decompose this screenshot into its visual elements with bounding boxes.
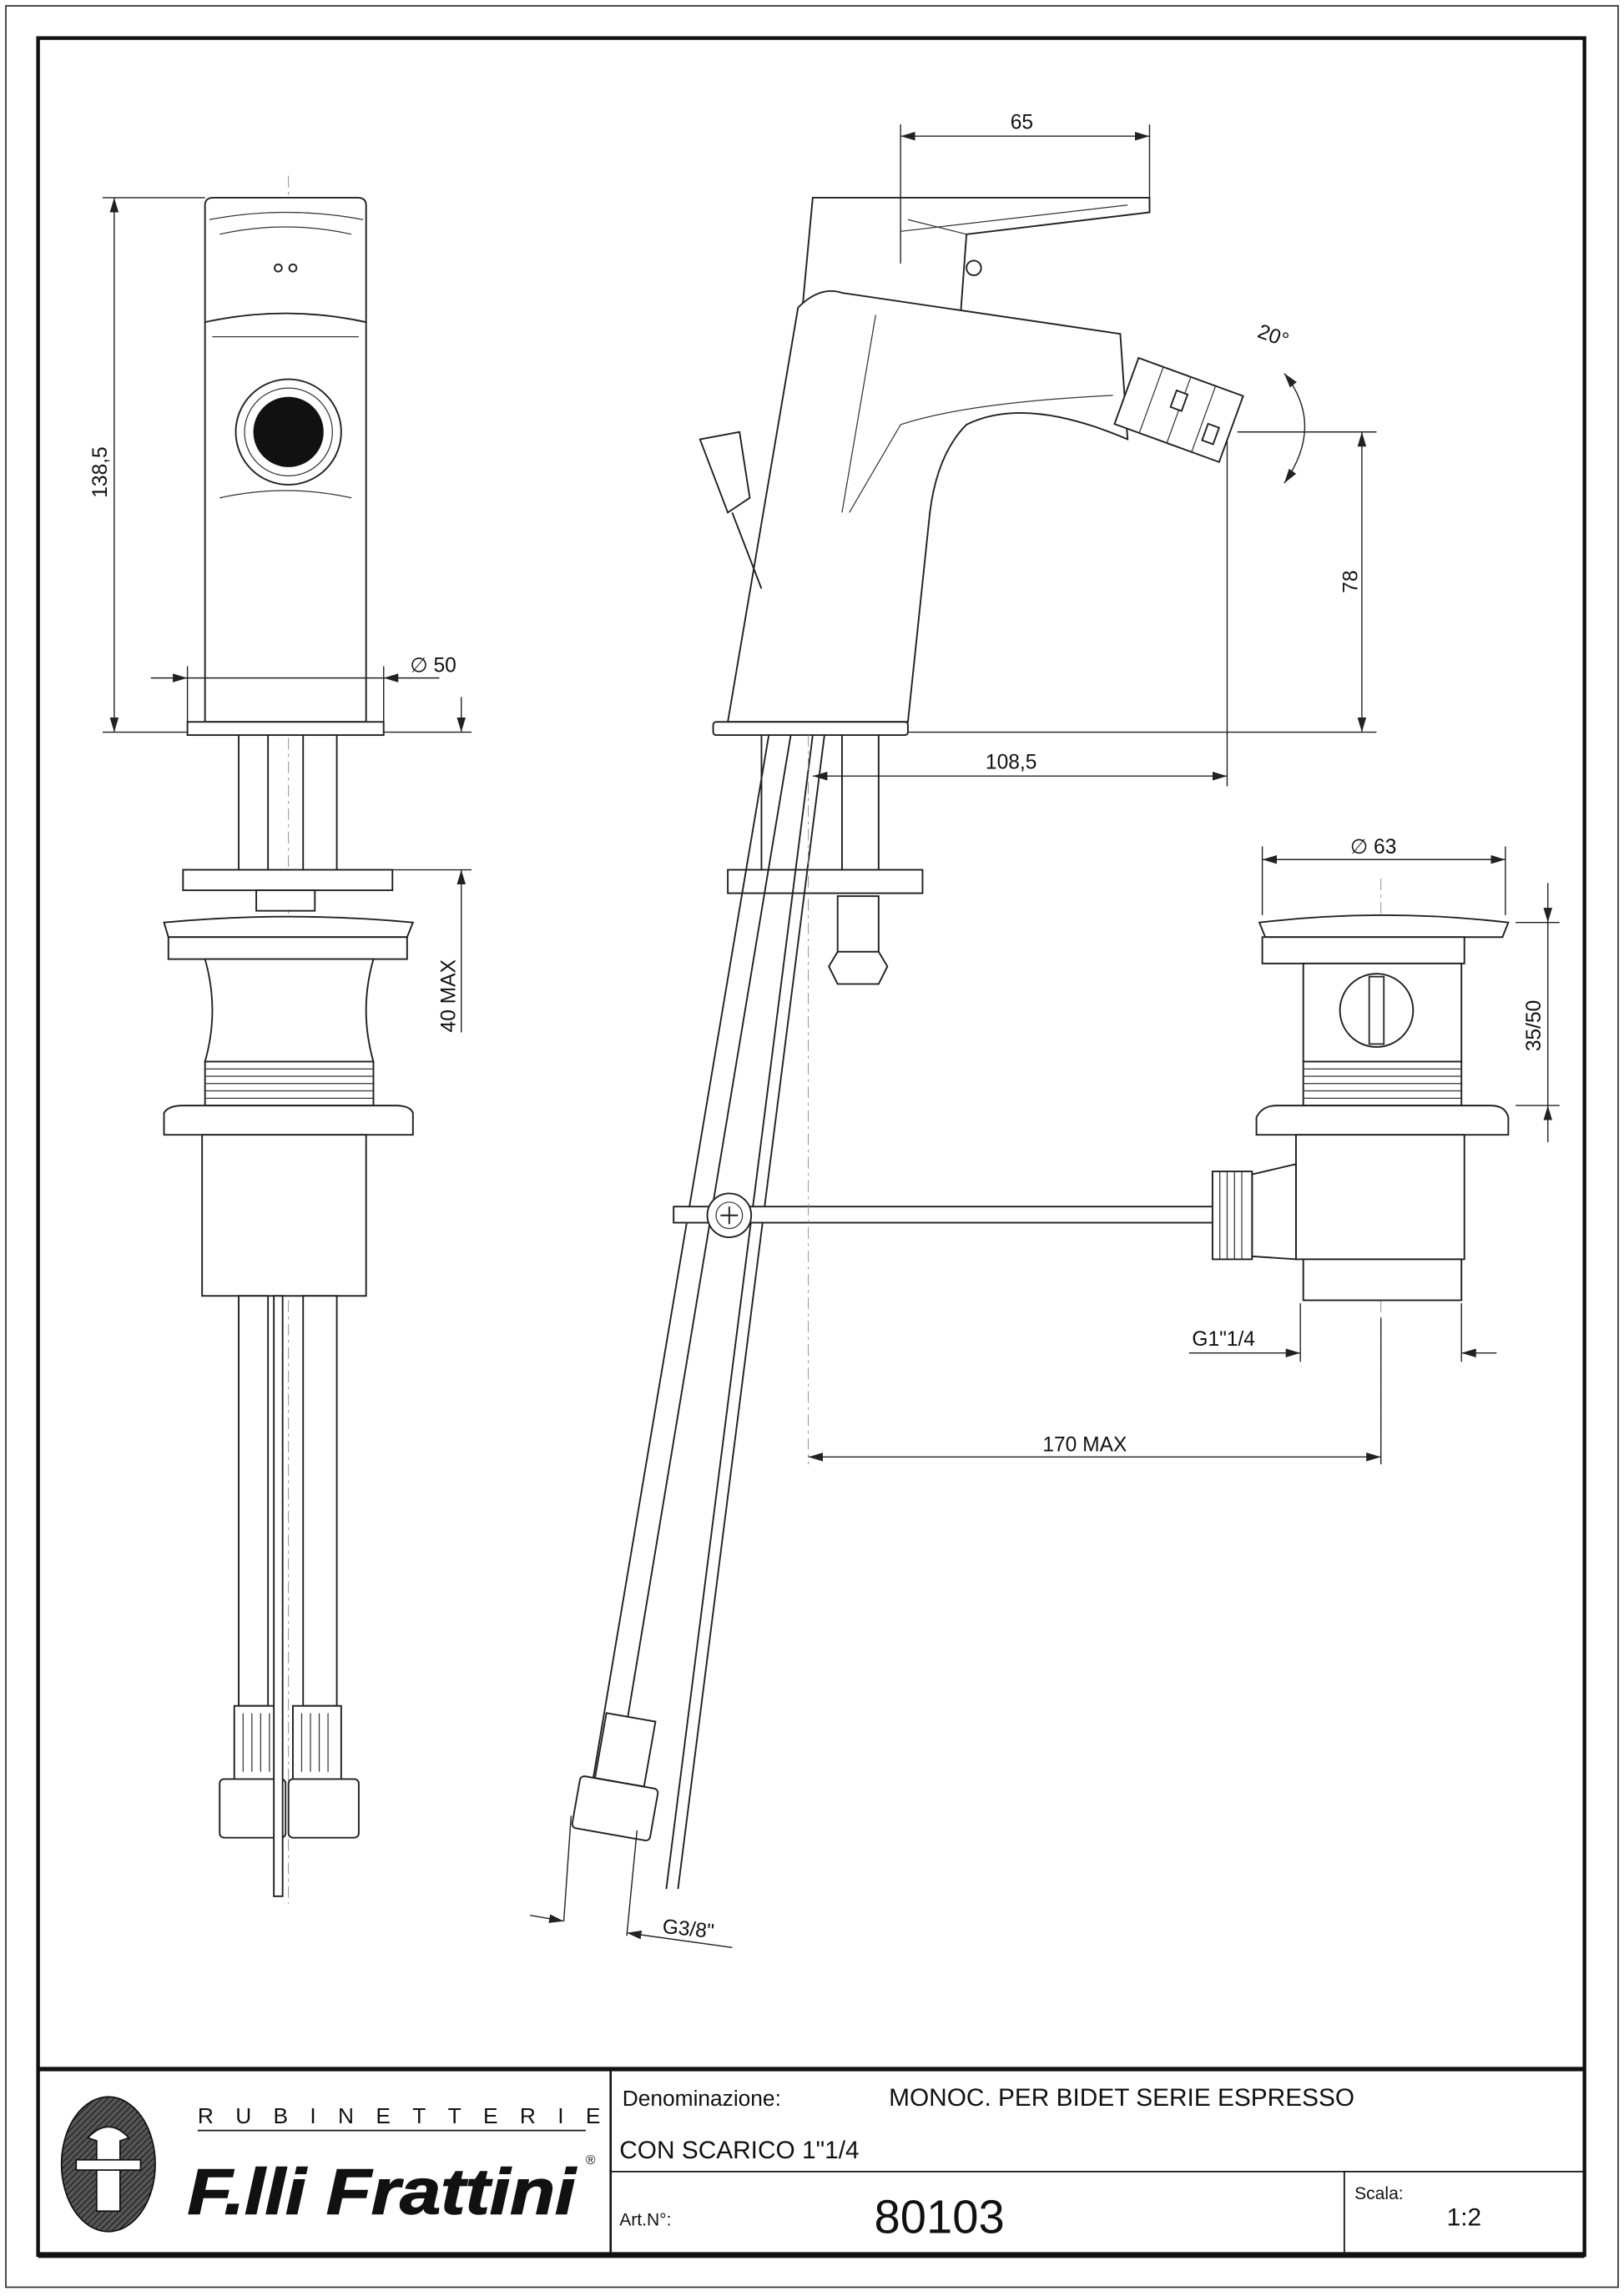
dim-hose-thread: G3/8": [662, 1916, 715, 1943]
dim-rod-reach: 170 MAX: [1042, 1433, 1127, 1456]
dim-total-height: 138,5: [89, 446, 112, 497]
title-block: RUBINETTERIE F.lli Frattini ® Denominazi…: [38, 2067, 1585, 2258]
front-view: 138,5 ∅ 50 40 MAX: [89, 175, 472, 1904]
registered-mark: ®: [586, 2153, 596, 2168]
scale-value: 1:2: [1447, 2204, 1481, 2232]
drain-view: [1211, 879, 1510, 1465]
dim-max-deck: 40 MAX: [438, 959, 461, 1032]
denomination-line1: MONOC. PER BIDET SERIE ESPRESSO: [889, 2084, 1354, 2112]
outer-border: [5, 5, 1619, 2288]
brand-name: F.lli Frattini: [188, 2157, 577, 2228]
dim-drain-diameter: ∅ 63: [1350, 836, 1397, 858]
dim-spout-reach: 108,5: [986, 751, 1036, 773]
denomination-line2: CON SCARICO 1"1/4: [619, 2137, 859, 2164]
dim-nozzle-angle: 20°: [1255, 320, 1292, 352]
side-view: [571, 196, 1244, 1890]
article-label: Art.N°:: [619, 2211, 671, 2230]
brand-logo: RUBINETTERIE F.lli Frattini ®: [60, 2096, 623, 2233]
scale-label: Scala:: [1354, 2184, 1403, 2203]
dim-handle-width: 65: [1011, 111, 1033, 133]
brand-tagline: RUBINETTERIE: [198, 2103, 623, 2128]
article-number: 80103: [875, 2191, 1005, 2243]
dim-base-diameter: ∅ 50: [410, 655, 456, 677]
dim-drain-thread: G1"1/4: [1192, 1328, 1255, 1351]
denomination-label: Denominazione:: [623, 2086, 781, 2111]
side-dimensions: 65 20° 78 108,5 ∅ 63 35/50 G1"1/4 170 MA…: [530, 111, 1560, 1948]
dim-spout-height: 78: [1340, 571, 1363, 593]
dim-drain-height: 35/50: [1523, 1000, 1546, 1051]
